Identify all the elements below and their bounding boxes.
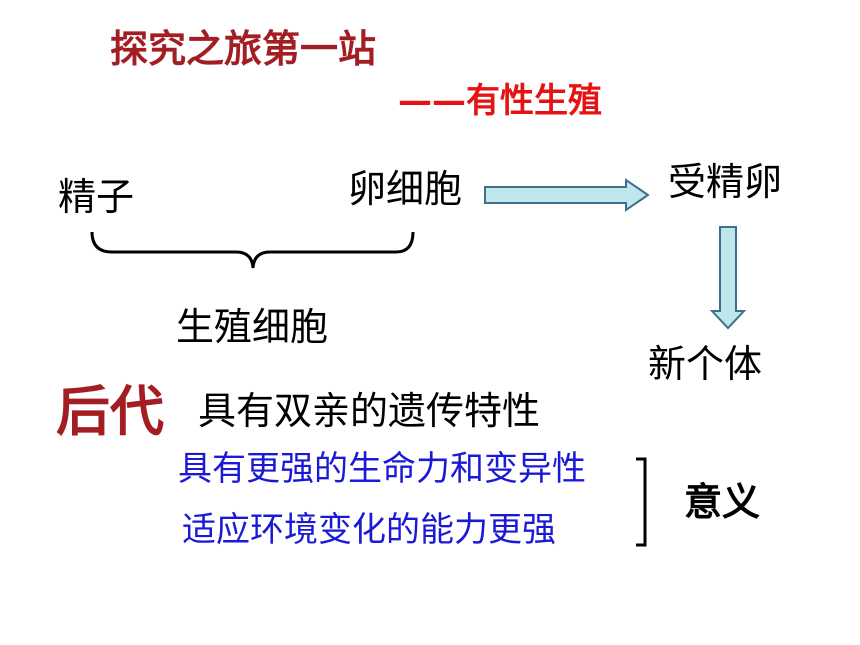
page-subtitle: ——有性生殖 <box>398 81 602 121</box>
egg-cell-label: 卵细胞 <box>348 167 463 211</box>
offspring-label: 后代 <box>56 380 164 443</box>
significance-label: 意义 <box>684 480 761 524</box>
significance-bracket <box>636 457 647 547</box>
page-title: 探究之旅第一站 <box>110 27 377 71</box>
zygote-label: 受精卵 <box>668 160 783 204</box>
new-individual-label: 新个体 <box>648 342 763 386</box>
right-arrow-icon <box>484 178 650 212</box>
gametes-label: 生殖细胞 <box>176 305 329 349</box>
down-arrow-icon <box>709 226 747 330</box>
significance-item-2: 适应环境变化的能力更强 <box>182 510 556 550</box>
sperm-label: 精子 <box>58 175 135 219</box>
gametes-bracket <box>90 231 415 269</box>
significance-item-1: 具有更强的生命力和变异性 <box>178 449 586 489</box>
offspring-trait: 具有双亲的遗传特性 <box>198 389 541 433</box>
